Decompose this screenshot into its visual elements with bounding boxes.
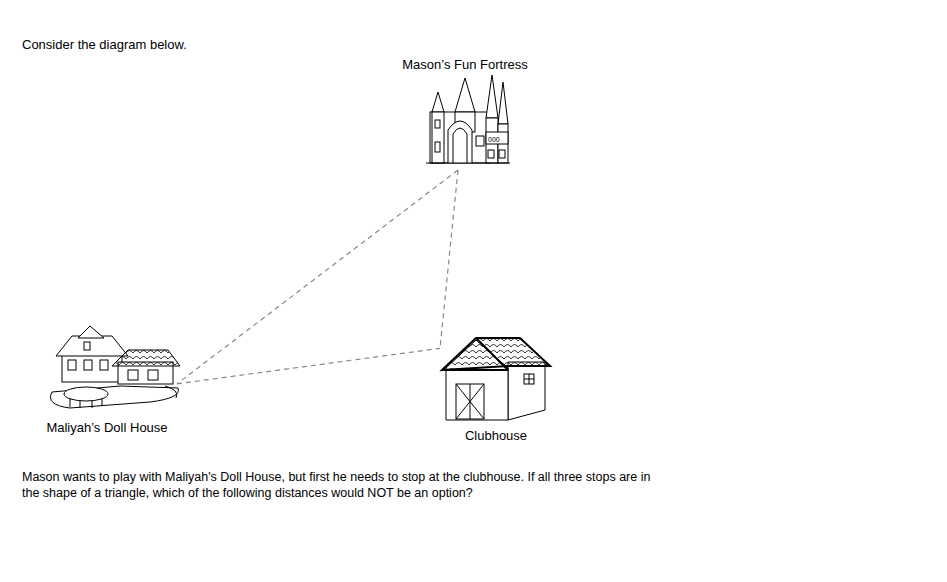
dashed-route	[177, 348, 440, 384]
castle-icon: 000	[426, 75, 510, 163]
place-label: Mason’s Fun Fortress	[399, 57, 530, 73]
place-node: Maliyah’s Doll House	[37, 325, 177, 436]
place-label: Clubhouse	[440, 428, 552, 444]
svg-text:000: 000	[488, 136, 500, 143]
place-label: Maliyah’s Doll House	[37, 420, 177, 436]
title-text: Consider the diagram below.	[22, 37, 187, 53]
question-text: Mason wants to play with Maliyah's Doll …	[22, 469, 662, 501]
place-node: Mason’s Fun Fortress	[399, 57, 530, 170]
place-node: Clubhouse	[440, 334, 552, 444]
dashed-route	[177, 170, 458, 384]
dashed-route	[440, 170, 458, 348]
clubhouse-icon	[442, 338, 550, 420]
dollhouse-icon	[50, 326, 180, 408]
